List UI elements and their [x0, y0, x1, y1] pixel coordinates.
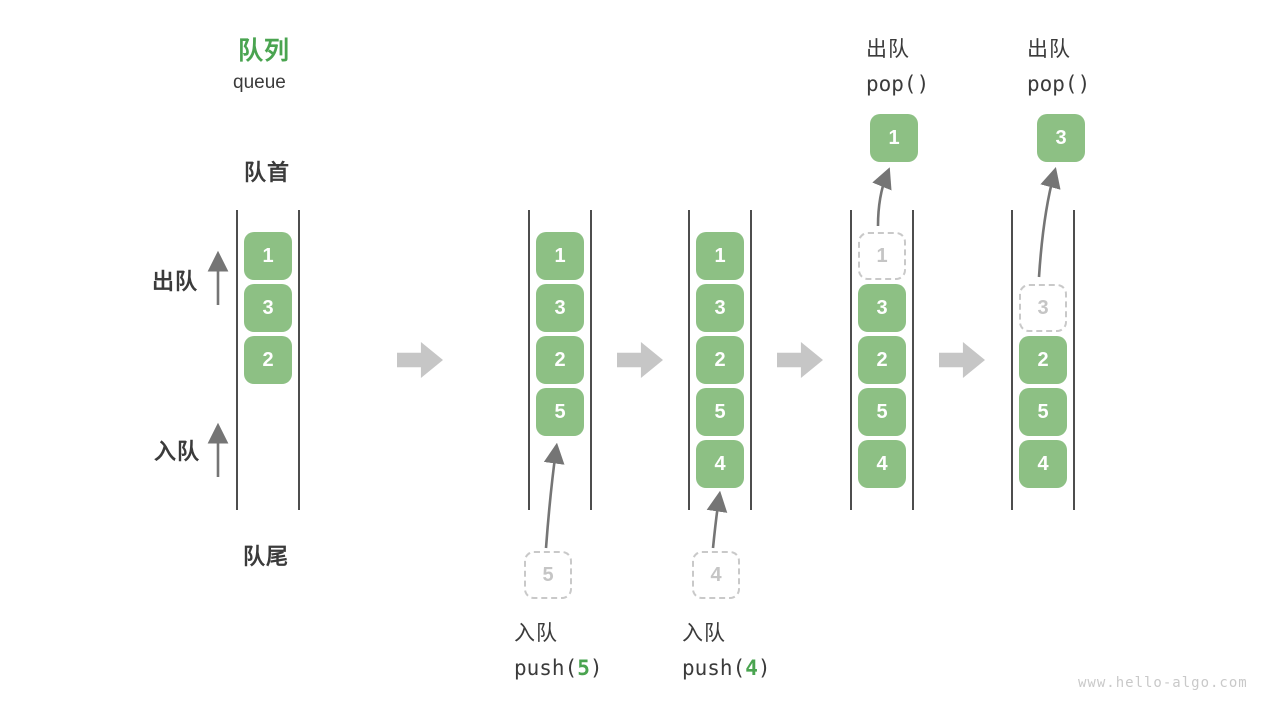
push-operation-zh: 入队 [514, 622, 558, 645]
queue-item-box: 2 [1019, 336, 1067, 384]
queue-item-box: 2 [244, 336, 292, 384]
queue-item-box: 3 [858, 284, 906, 332]
push-operation-label: 入队 push(4) [682, 617, 771, 680]
push-operation-code: push(4) [682, 656, 771, 680]
queue-item-box: 5 [536, 388, 584, 436]
queue-item-box: 4 [1019, 440, 1067, 488]
pop-operation-label: 出队 pop() [1027, 33, 1090, 96]
push-operation-zh: 入队 [682, 622, 726, 645]
pop-operation-zh: 出队 [866, 38, 910, 61]
push-5-arrow-icon [543, 442, 565, 549]
pop-1-arrow-icon [872, 167, 892, 227]
push-operation-code: push(5) [514, 656, 603, 680]
queue-item-box: 1 [696, 232, 744, 280]
popped-item-box: 1 [870, 114, 918, 162]
queue-item-box: 2 [536, 336, 584, 384]
queue-item-placeholder: 1 [858, 232, 906, 280]
queue-column-line [236, 210, 238, 510]
queue-item-box: 1 [244, 232, 292, 280]
pop-operation-code: pop() [1027, 72, 1091, 96]
queue-column-line [688, 210, 690, 510]
queue-column-line [912, 210, 914, 510]
dequeue-side-label: 出队 [152, 269, 199, 294]
next-step-arrow-icon [397, 342, 443, 378]
queue-item-box: 2 [696, 336, 744, 384]
diagram-title-en: queue [233, 72, 286, 93]
queue-item-box: 3 [244, 284, 292, 332]
popped-item-box: 3 [1037, 114, 1085, 162]
queue-column-line [590, 210, 592, 510]
queue-item-box: 4 [858, 440, 906, 488]
diagram-title-zh: 队列 [238, 37, 291, 65]
queue-front-label: 队首 [244, 160, 291, 185]
pop-operation-code: pop() [866, 72, 930, 96]
queue-item-box: 1 [536, 232, 584, 280]
pending-item-box: 5 [524, 551, 572, 599]
push-operation-label: 入队 push(5) [514, 617, 603, 680]
pop-operation-zh: 出队 [1027, 38, 1071, 61]
pop-operation-label: 出队 pop() [866, 33, 929, 96]
queue-item-placeholder: 3 [1019, 284, 1067, 332]
queue-column-line [1073, 210, 1075, 510]
next-step-arrow-icon [617, 342, 663, 378]
watermark: www.hello-algo.com [1078, 675, 1248, 691]
queue-rear-label: 队尾 [243, 544, 290, 569]
queue-item-box: 2 [858, 336, 906, 384]
queue-column-line [298, 210, 300, 510]
next-step-arrow-icon [777, 342, 823, 378]
queue-item-box: 5 [1019, 388, 1067, 436]
push-4-arrow-icon [706, 490, 728, 549]
queue-column-line [1011, 210, 1013, 510]
enqueue-side-label: 入队 [154, 439, 201, 464]
queue-column-line [850, 210, 852, 510]
pending-item-box: 4 [692, 551, 740, 599]
queue-item-box: 5 [858, 388, 906, 436]
queue-column-line [528, 210, 530, 510]
queue-item-box: 3 [536, 284, 584, 332]
queue-item-box: 4 [696, 440, 744, 488]
queue-item-box: 5 [696, 388, 744, 436]
pop-3-arrow-icon [1037, 166, 1061, 278]
queue-column-line [750, 210, 752, 510]
queue-item-box: 3 [696, 284, 744, 332]
next-step-arrow-icon [939, 342, 985, 378]
